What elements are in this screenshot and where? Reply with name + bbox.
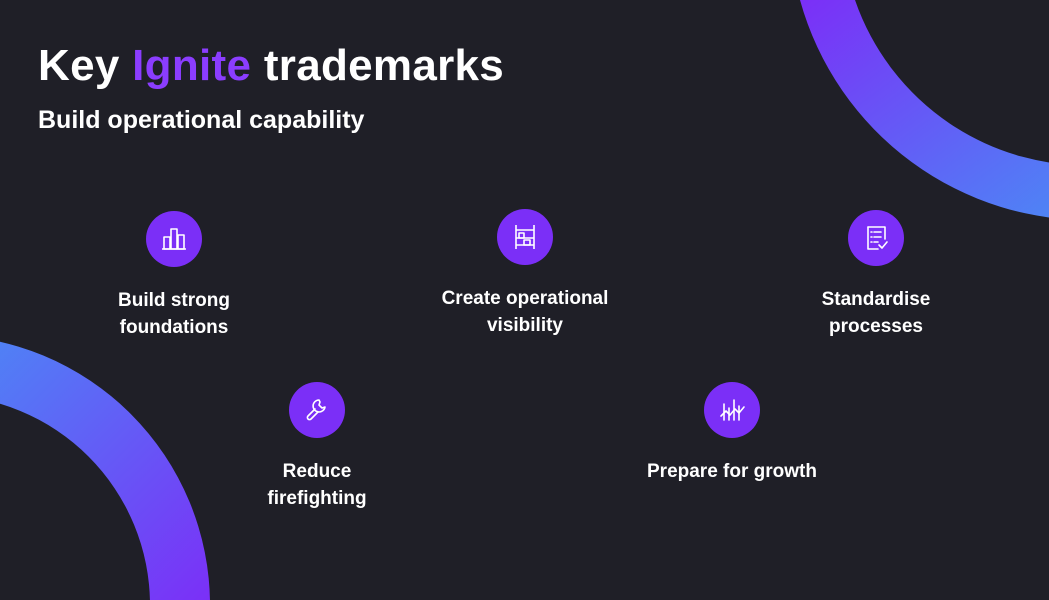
page-subtitle: Build operational capability — [38, 106, 365, 134]
trademark-standardise-processes: Standardise processes — [756, 210, 996, 340]
growth-chart-icon — [704, 382, 760, 438]
shelving-icon — [497, 209, 553, 265]
checklist-icon — [848, 210, 904, 266]
wrench-icon — [289, 382, 345, 438]
trademark-prepare-for-growth: Prepare for growth — [612, 382, 852, 485]
page-title: Key Ignite trademarks — [38, 36, 504, 96]
title-accent-word: Ignite — [132, 41, 252, 90]
trademark-create-operational-visibility: Create operational visibility — [405, 209, 645, 339]
trademark-label: Prepare for growth — [647, 461, 817, 482]
bottom-left-arc — [0, 341, 210, 600]
trademark-reduce-firefighting: Reduce firefighting — [197, 382, 437, 512]
bar-chart-icon — [146, 211, 202, 267]
trademark-label: Reduce firefighting — [267, 461, 367, 509]
trademark-label: Create operational visibility — [441, 288, 609, 336]
trademark-label: Standardise processes — [821, 289, 931, 337]
trademark-build-strong-foundations: Build strong foundations — [54, 211, 294, 341]
title-suffix: trademarks — [263, 41, 505, 90]
title-prefix: Key — [38, 41, 120, 90]
trademark-label: Build strong foundations — [118, 290, 230, 338]
top-right-arc — [800, 0, 1049, 218]
